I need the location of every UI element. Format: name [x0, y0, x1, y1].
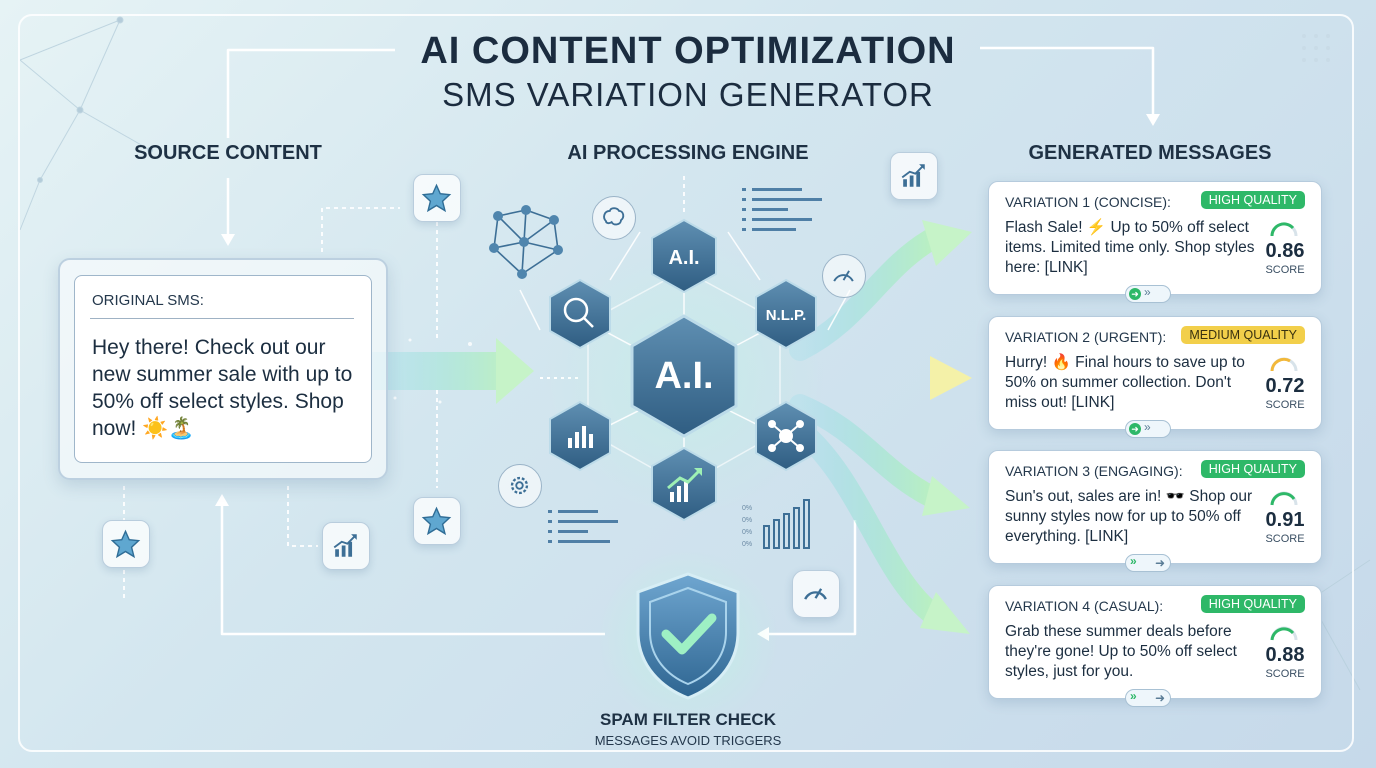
score-value: 0.91 — [1265, 509, 1305, 531]
next-pill[interactable]: ➜» — [1125, 285, 1171, 303]
section-source-heading: SOURCE CONTENT — [134, 142, 322, 164]
star-icon — [413, 497, 461, 545]
hex-top-label: A.I. — [668, 247, 699, 269]
source-sms-box — [74, 275, 372, 463]
arrow-right-icon: ➜ — [1154, 691, 1166, 705]
hex-chart — [549, 400, 611, 472]
source-sms-text: Hey there! Check out our new summer sale… — [92, 336, 353, 440]
outer-frame — [18, 14, 1354, 752]
variation-title: VARIATION 1 (CONCISE): — [1005, 194, 1171, 210]
quality-badge: MEDIUM QUALITY — [1181, 326, 1305, 344]
variation-card-1: VARIATION 1 (CONCISE): HIGH QUALITY Flas… — [988, 181, 1322, 303]
hex-nlp-label: N.L.P. — [766, 307, 807, 324]
variation-card-2: VARIATION 2 (URGENT): MEDIUM QUALITY Hur… — [988, 316, 1322, 438]
ai-engine-hex-cluster: A.I. A.I. N.L.P. — [549, 218, 817, 522]
page-subtitle: SMS VARIATION GENERATOR — [442, 76, 934, 113]
chart-up-icon — [322, 522, 370, 570]
variation-card-3: VARIATION 3 (ENGAGING): HIGH QUALITY Sun… — [988, 450, 1322, 572]
score-gauge-icon — [1270, 491, 1298, 506]
score-label: SCORE — [1265, 533, 1305, 545]
chevron-double-right-icon: » — [1130, 554, 1137, 568]
mini-chart-tick: 0% — [742, 541, 752, 548]
section-engine-heading: AI PROCESSING ENGINE — [567, 142, 809, 164]
chevron-double-right-icon: » — [1130, 689, 1137, 703]
chart-up-icon — [568, 426, 593, 448]
score-gauge-icon — [1270, 222, 1298, 237]
hex-search — [549, 278, 611, 350]
star-icon — [413, 174, 461, 222]
network-node-icon — [768, 420, 804, 452]
source-sms-label: ORIGINAL SMS: — [92, 292, 204, 309]
variation-title: VARIATION 4 (CASUAL): — [1005, 598, 1164, 614]
variation-card-4: VARIATION 4 (CASUAL): HIGH QUALITY Grab … — [988, 585, 1322, 707]
quality-badge: HIGH QUALITY — [1200, 460, 1305, 478]
gauge-icon — [822, 254, 866, 298]
variation-text: Sun's out, sales are in! 🕶️ Shop our sun… — [1005, 488, 1253, 545]
gauge-icon — [792, 570, 840, 618]
score-gauge-icon — [1270, 357, 1298, 372]
score-label: SCORE — [1265, 668, 1305, 680]
quality-badge: HIGH QUALITY — [1200, 595, 1305, 613]
mini-chart-tick: 0% — [742, 505, 752, 512]
spam-filter-subtitle: MESSAGES AVOID TRIGGERS — [594, 733, 782, 748]
chart-up-icon — [890, 152, 938, 200]
variation-text: Flash Sale! ⚡ Up to 50% off select items… — [1005, 219, 1255, 276]
arrow-right-icon: ➜ — [1129, 288, 1141, 300]
code-lines-decoration — [548, 510, 618, 543]
hex-nlp — [755, 278, 817, 350]
chart-up-icon — [667, 468, 702, 502]
next-pill[interactable]: »➜ — [1125, 689, 1171, 707]
star-icon — [102, 520, 150, 568]
score-label: SCORE — [1265, 264, 1305, 276]
page-title: AI CONTENT OPTIMIZATION — [420, 30, 956, 72]
mini-chart-tick: 0% — [742, 529, 752, 536]
arrow-right-icon: ➜ — [1129, 423, 1141, 435]
score-gauge-icon — [1270, 626, 1298, 641]
next-pill[interactable]: ➜» — [1125, 420, 1171, 438]
score-value: 0.88 — [1265, 644, 1305, 666]
arrow-right-icon: ➜ — [1154, 556, 1166, 570]
gear-icon — [498, 464, 542, 508]
magnifier-chart-icon — [563, 297, 594, 328]
variation-text: Grab these summer deals before they're g… — [1005, 623, 1237, 680]
hex-ai-top — [651, 218, 717, 294]
hex-center-label: A.I. — [654, 355, 713, 397]
variation-title: VARIATION 2 (URGENT): — [1005, 329, 1167, 345]
shield-check-icon — [636, 572, 740, 700]
score-value: 0.72 — [1265, 375, 1305, 397]
hex-ai-center — [630, 314, 738, 438]
spam-filter-title: SPAM FILTER CHECK — [600, 710, 776, 729]
mini-chart-tick: 0% — [742, 517, 752, 524]
section-generated-heading: GENERATED MESSAGES — [1028, 142, 1272, 164]
next-pill[interactable]: »➜ — [1125, 554, 1171, 572]
quality-badge: HIGH QUALITY — [1200, 191, 1305, 209]
chevron-double-right-icon: » — [1144, 420, 1151, 434]
code-lines-decoration — [742, 188, 822, 231]
variation-title: VARIATION 3 (ENGAGING): — [1005, 463, 1183, 479]
score-value: 0.86 — [1265, 240, 1305, 262]
mini-bar-chart: 0% 0% 0% 0% — [742, 499, 810, 549]
divider — [90, 318, 354, 319]
variation-text: Hurry! 🔥 Final hours to save up to 50% o… — [1005, 354, 1245, 411]
score-label: SCORE — [1265, 399, 1305, 411]
network-icon — [489, 205, 563, 279]
chevron-double-right-icon: » — [1144, 285, 1151, 299]
brain-icon — [592, 196, 636, 240]
